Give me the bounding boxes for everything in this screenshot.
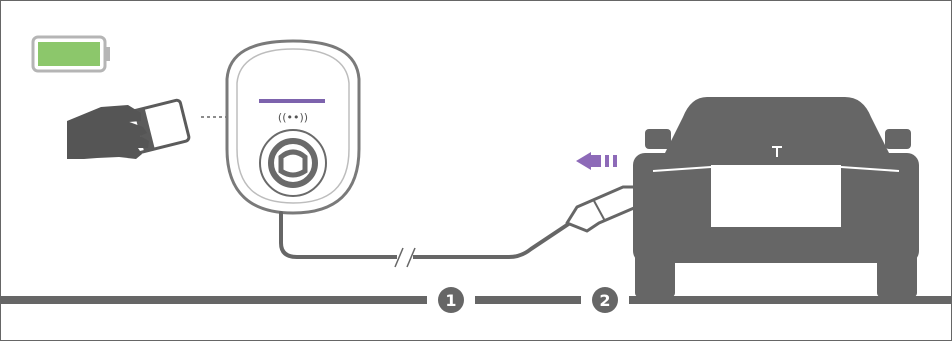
charging-cable — [279, 211, 578, 259]
step-badge-1: 1 — [427, 285, 475, 315]
step-number: 2 — [599, 291, 610, 310]
emblem-icon — [772, 146, 782, 157]
charger-status-light — [259, 99, 325, 103]
step-badge-2: 2 — [581, 285, 629, 315]
ground-line — [1, 296, 951, 304]
battery-full-icon — [31, 35, 110, 73]
cable-break-mark — [394, 247, 416, 268]
hand-holding-card-icon — [67, 98, 191, 159]
car-front-icon — [633, 97, 919, 297]
license-plate-area — [711, 165, 841, 227]
rfid-reader-symbol: ((••)) — [278, 111, 308, 124]
charging-socket — [259, 129, 327, 197]
charging-plug — [565, 185, 643, 233]
arrow-left-icon — [576, 152, 617, 170]
battery-level — [38, 42, 100, 66]
wall-charger-icon: ((••)) — [225, 39, 361, 215]
step-number: 1 — [445, 291, 456, 310]
